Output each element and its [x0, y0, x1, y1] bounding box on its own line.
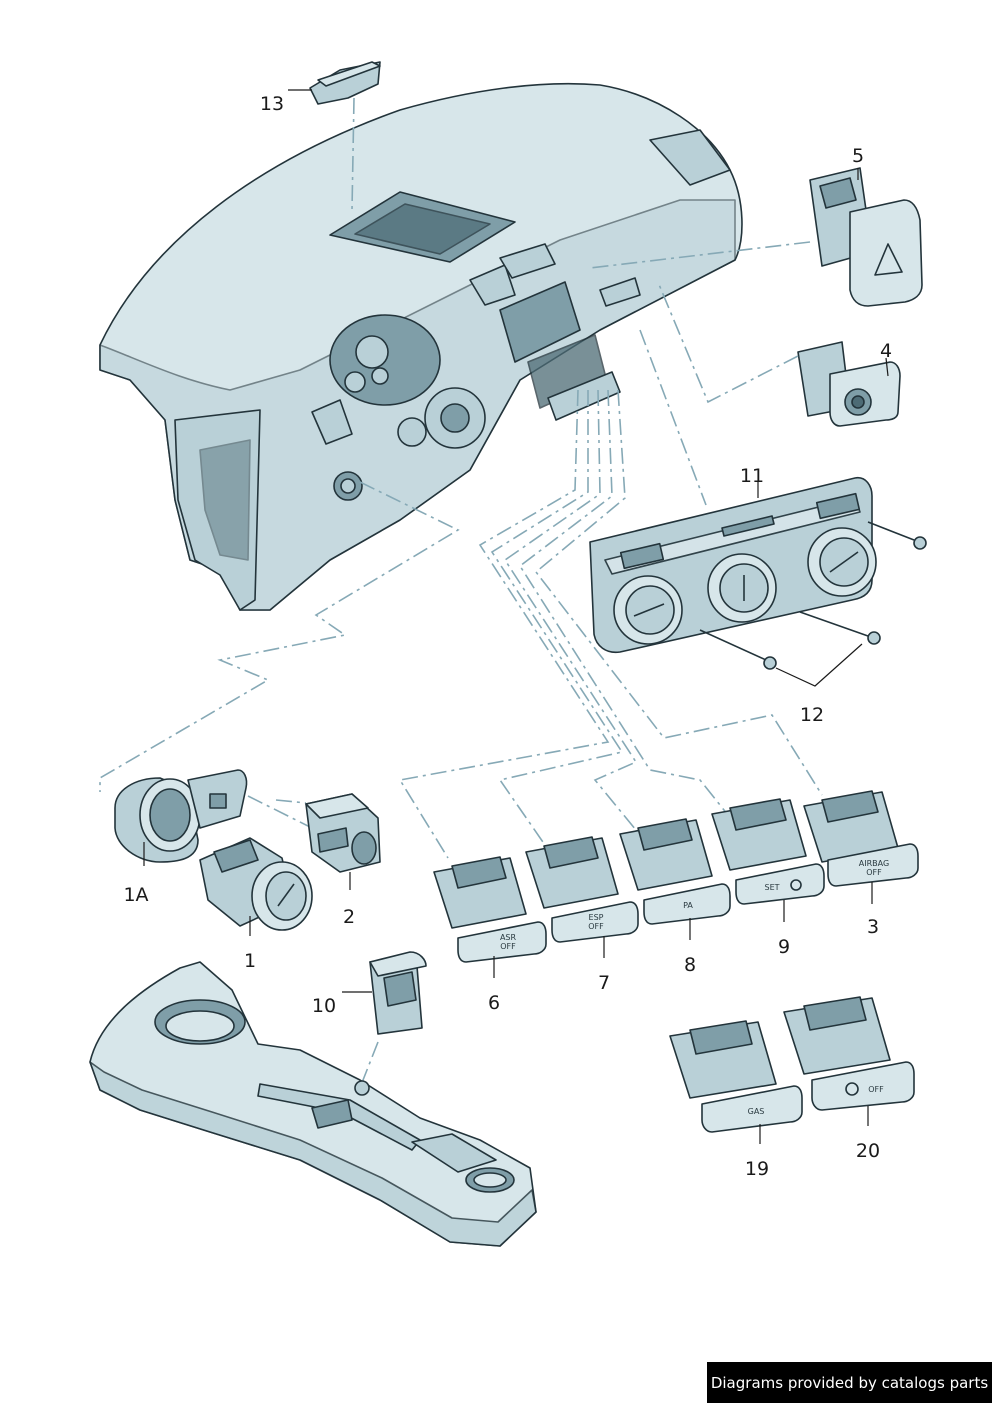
- part-11-climate-control: [589, 329, 927, 687]
- switch-7-text-1: ESP: [589, 913, 604, 922]
- part-5-hazard-switch: [589, 167, 923, 307]
- part-1a-ring: [114, 769, 248, 866]
- label-5: 5: [852, 145, 864, 167]
- switch-6-text-2: OFF: [500, 942, 516, 951]
- switch-7-text-2: OFF: [588, 922, 604, 931]
- label-1: 1: [244, 950, 256, 972]
- switch-9-text: SET: [764, 883, 779, 892]
- label-19: 19: [745, 1158, 769, 1180]
- center-console: [89, 961, 537, 1247]
- switch-3-text-1: AIRBAG: [859, 859, 889, 868]
- switch-3-text-2: OFF: [866, 868, 882, 877]
- label-13: 13: [260, 93, 284, 115]
- screw-right: [799, 611, 881, 645]
- part-10-socket: [342, 951, 427, 1035]
- switch-20-off: OFF: [783, 996, 915, 1126]
- label-9: 9: [778, 936, 790, 958]
- part-4-socket: [657, 281, 901, 427]
- part-1-light-switch: [199, 837, 313, 936]
- dashboard: [99, 82, 743, 611]
- label-12: 12: [800, 704, 824, 726]
- part-labels: 13 5 4 11 12 1A 2 3 9 1 8 7 10 6 20 19: [123, 93, 892, 1180]
- part-13: [288, 61, 381, 211]
- part-2-switch: [305, 793, 381, 890]
- label-8: 8: [684, 954, 696, 976]
- switch-19-text: GAS: [748, 1107, 765, 1116]
- switch-19-gas: GAS: [669, 1020, 803, 1144]
- label-11: 11: [740, 465, 764, 487]
- screw-left: [699, 629, 777, 670]
- guide-lines: [99, 389, 823, 1109]
- switch-3-airbag-off: AIRBAG OFF: [803, 790, 919, 904]
- switch-7-esp-off: ESP OFF: [525, 836, 639, 958]
- switch-6-text-1: ASR: [500, 933, 517, 942]
- switch-20-text: OFF: [868, 1085, 884, 1094]
- label-2: 2: [343, 906, 355, 928]
- switch-6-asr-off: ASR OFF: [433, 856, 547, 978]
- label-1a: 1A: [123, 884, 148, 906]
- screw-top: [867, 521, 927, 550]
- switch-8-text: PA: [683, 901, 693, 910]
- switch-8-pa: PA: [619, 818, 731, 940]
- switch-9-set: SET: [711, 798, 825, 922]
- label-7: 7: [598, 972, 610, 994]
- label-4: 4: [880, 340, 892, 362]
- credit-banner: Diagrams provided by catalogs parts: [707, 1362, 992, 1403]
- label-10: 10: [312, 995, 336, 1017]
- label-6: 6: [488, 992, 500, 1014]
- label-3: 3: [867, 916, 879, 938]
- label-20: 20: [856, 1140, 880, 1162]
